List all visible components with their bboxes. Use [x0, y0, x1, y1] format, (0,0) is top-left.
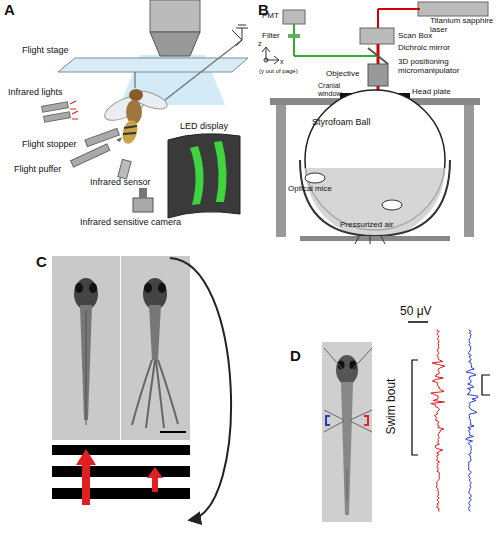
- part-label: PMT: [262, 12, 286, 21]
- red-trace: [431, 330, 445, 512]
- part-label: LED display: [180, 122, 250, 132]
- scale-label: Swim bout: [385, 367, 398, 447]
- part-label: Cranial window: [318, 82, 358, 97]
- part-label: Pressurized air: [340, 221, 420, 230]
- panel-a-illustration: [42, 0, 248, 218]
- panel-letter: A: [4, 2, 24, 19]
- blue-trace: [466, 330, 478, 512]
- part-label: Filter: [262, 32, 292, 41]
- panel-d-illustration: [322, 322, 490, 522]
- panel-b-illustration: [262, 2, 488, 244]
- part-label: 3D positioning micromanipulator: [398, 58, 468, 76]
- part-label: Titanium sapphire laser: [430, 17, 498, 35]
- part-label: Scan Box: [398, 32, 458, 41]
- part-label: Styrofoam Ball: [312, 118, 392, 128]
- panel-letter: D: [290, 348, 310, 365]
- panel-c-illustration: [52, 256, 231, 520]
- axis-note: (y out of page): [259, 68, 329, 75]
- part-label: Optical mice: [288, 185, 348, 194]
- part-label: Objective: [326, 70, 370, 79]
- part-label: Flight puffer: [14, 165, 84, 175]
- part-label: Dichroic mirror: [398, 44, 478, 53]
- scale-label: 50 μV: [400, 305, 450, 318]
- part-label: Infrared lights: [8, 88, 88, 98]
- part-label: Infrared sensitive camera: [80, 218, 210, 228]
- part-label: Head plate: [412, 88, 462, 97]
- part-label: Flight stage: [22, 46, 82, 56]
- panel-letter: C: [36, 254, 56, 271]
- axis-label: z: [258, 40, 268, 48]
- axis-label: x: [280, 58, 290, 66]
- part-label: Infrared sensor: [90, 178, 170, 188]
- part-label: Flight stopper: [22, 140, 92, 150]
